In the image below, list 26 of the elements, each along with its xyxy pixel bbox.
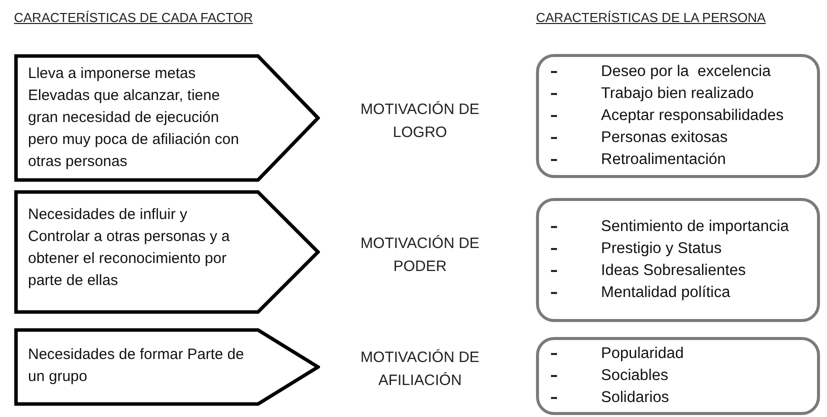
list-item: Trabajo bien realizado [601, 84, 754, 104]
box-text: Lleva a imponerse metas Elevadas que alcanzar, tiene gran necesidad de ejecución pero muy poca de afiliación con otras personas [28, 64, 240, 172]
rounded-list-box [536, 54, 820, 178]
list-item: Mentalidad política [601, 283, 730, 303]
list-item: Sentimiento de importancia [601, 217, 789, 237]
list-item: Personas exitosas [601, 128, 728, 148]
arrow-shaped-box [14, 328, 320, 406]
list-item: Aceptar responsabilidades [601, 106, 784, 126]
arrow-shaped-box [14, 190, 320, 314]
box-text: Necesidades de influir y Controlar a otras personas y a obtener el reconocimiento por parte de ellas [28, 205, 231, 291]
list-item: Sociables [601, 366, 668, 386]
box-text: Necesidades de formar Parte de un grupo [28, 345, 245, 387]
column-heading: CARACTERÍSTICAS DE CADA FACTOR [14, 9, 253, 27]
list-item: Retroalimentación [601, 150, 726, 170]
list-item: Ideas Sobresalientes [601, 261, 746, 281]
list-item: Popularidad [601, 344, 684, 364]
motivation-label: MOTIVACIÓN DE AFILIACIÓN [360, 348, 480, 391]
list-item: Deseo por la excelencia [601, 62, 771, 82]
list-item: Prestigio y Status [601, 239, 722, 259]
motivation-label: MOTIVACIÓN DE PODER [360, 234, 480, 277]
motivation-label: MOTIVACIÓN DE LOGRO [360, 100, 480, 143]
arrow-shaped-box [14, 54, 320, 182]
rounded-list-box [536, 337, 820, 415]
rounded-list-box [536, 198, 820, 322]
column-heading: CARACTERÍSTICAS DE LA PERSONA [536, 9, 766, 27]
list-item: Solidarios [601, 388, 670, 408]
